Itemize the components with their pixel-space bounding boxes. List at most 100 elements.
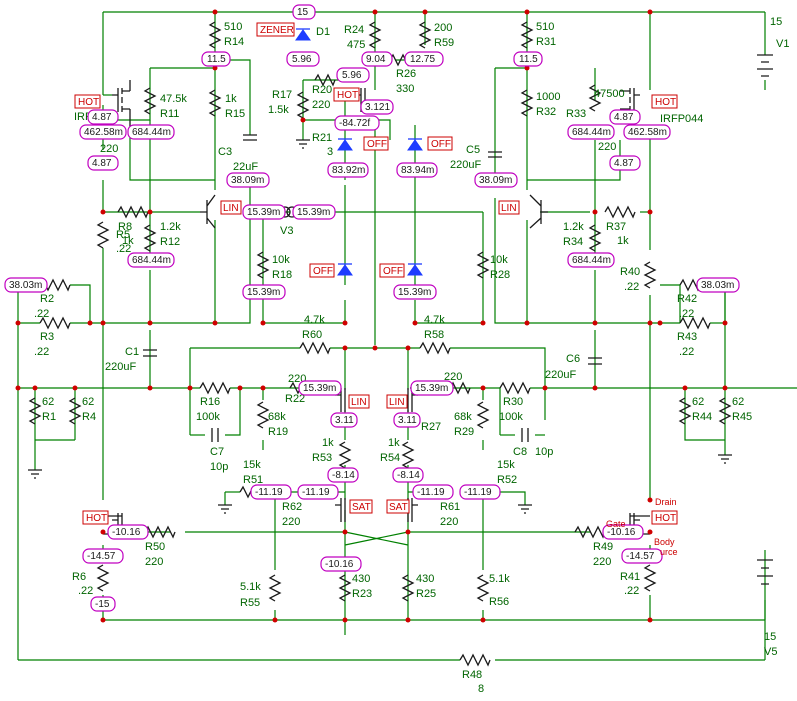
C8-name: C8	[513, 446, 527, 458]
tag-off-3: OFF	[309, 263, 335, 278]
probe-11.5-right: 11.5	[513, 51, 543, 67]
probe-neg11.19-c: -11.19	[412, 484, 454, 500]
svg-text:OFF: OFF	[431, 139, 451, 150]
R23-name: R23	[352, 588, 372, 600]
R52-name: R52	[497, 474, 517, 486]
svg-text:HOT: HOT	[337, 90, 358, 101]
probe-neg15: -15	[90, 596, 116, 612]
R11-gate-value: 220	[100, 143, 118, 155]
D1-name: D1	[316, 26, 330, 38]
diode-off-4	[407, 263, 423, 276]
diode-off-2	[407, 138, 423, 151]
probe-3.121: 3.121	[360, 99, 394, 115]
R56-value: 5.1k	[489, 573, 510, 585]
tag-lin-4: LIN	[386, 394, 408, 409]
tag-off-1: OFF	[363, 136, 389, 151]
C1-value: 220uF	[105, 361, 136, 373]
R26-value: 330	[396, 83, 414, 95]
probe-15.39m-e: 15.39m	[298, 380, 342, 396]
R48-value: 8	[478, 683, 484, 695]
svg-text:38.03m: 38.03m	[701, 280, 734, 291]
tag-hot-3: HOT	[333, 87, 360, 102]
R32-name: R32	[536, 106, 556, 118]
svg-text:83.94m: 83.94m	[401, 165, 434, 176]
R12-value: 1.2k	[160, 221, 181, 233]
R43-name: R43	[677, 331, 697, 343]
R4-value: 62	[82, 396, 94, 408]
R34-name: R34	[563, 236, 583, 248]
svg-text:HOT: HOT	[655, 513, 676, 524]
svg-text:83.92m: 83.92m	[332, 165, 365, 176]
R14-name: R14	[224, 36, 244, 48]
svg-text:-8.14: -8.14	[332, 470, 355, 481]
V1-name: V1	[776, 38, 789, 50]
svg-text:3.121: 3.121	[365, 102, 390, 113]
R53-value: 1k	[322, 437, 334, 449]
probe-462.58m-b: 462.58m	[623, 124, 671, 140]
R45-name: R45	[732, 411, 752, 423]
R26-name: R26	[396, 68, 416, 80]
svg-text:38.09m: 38.09m	[231, 175, 264, 186]
pin-labels: Drain Gate Body urce	[606, 497, 678, 557]
svg-text:SAT: SAT	[352, 502, 371, 513]
svg-text:-10.16: -10.16	[112, 527, 141, 538]
R50-name: R50	[145, 541, 165, 553]
R29-value: 68k	[454, 411, 472, 423]
probe-684.44m-c: 684.44m	[127, 252, 175, 268]
R62-value: 220	[282, 516, 300, 528]
svg-text:462.58m: 462.58m	[628, 127, 667, 138]
tag-hot-2: HOT	[651, 94, 678, 109]
R56-name: R56	[489, 596, 509, 608]
svg-text:462.58m: 462.58m	[84, 127, 123, 138]
svg-text:LIN: LIN	[389, 397, 405, 408]
probe-neg10.16-a: -10.16	[107, 524, 149, 540]
V5-name: V5	[764, 646, 777, 658]
R12-name: R12	[160, 236, 180, 248]
R15-name: R15	[225, 108, 245, 120]
pin-body: Body	[654, 537, 675, 547]
R27-name: R27	[421, 421, 441, 433]
svg-text:15.39m: 15.39m	[398, 287, 431, 298]
probe-neg11.19-a: -11.19	[250, 484, 292, 500]
R8-name: R8	[118, 221, 132, 233]
svg-text:-84.72f: -84.72f	[339, 118, 370, 129]
svg-text:4.87: 4.87	[614, 112, 634, 123]
svg-text:4.87: 4.87	[92, 112, 112, 123]
R4-name: R4	[82, 411, 96, 423]
svg-text:15: 15	[297, 7, 309, 18]
probe-684.44m-d: 684.44m	[567, 252, 615, 268]
C7-name: C7	[210, 446, 224, 458]
svg-text:HOT: HOT	[655, 97, 676, 108]
diode-off-3	[337, 263, 353, 276]
svg-text:LIN: LIN	[351, 397, 367, 408]
tag-off-2: OFF	[427, 136, 453, 151]
svg-text:-8.14: -8.14	[397, 470, 420, 481]
svg-text:4.87: 4.87	[614, 158, 634, 169]
R6-name: R6	[72, 571, 86, 583]
R25-name: R25	[416, 588, 436, 600]
R11-value: 47.5k	[160, 93, 187, 105]
tag-lin-3: LIN	[348, 394, 370, 409]
probe-15.39m-f: 15.39m	[410, 380, 454, 396]
R41-name: R41	[620, 571, 640, 583]
probe-neg10.16-b: -10.16	[320, 556, 362, 572]
probe-neg84.72f: -84.72f	[334, 115, 380, 131]
svg-text:3.11: 3.11	[398, 415, 417, 426]
svg-text:-10.16: -10.16	[607, 527, 636, 538]
R45-value: 62	[732, 396, 744, 408]
R5-name: R5	[116, 229, 130, 241]
probe-38.09m-a: 38.09m	[226, 172, 270, 188]
C7-value: 10p	[210, 461, 228, 473]
R54-value: 1k	[388, 437, 400, 449]
C6-name: C6	[566, 353, 580, 365]
C8-value: 10p	[535, 446, 553, 458]
R3-value: .22	[34, 346, 49, 358]
R60-value: 4.7k	[304, 314, 325, 326]
svg-text:LIN: LIN	[501, 203, 517, 214]
R42-name: R42	[677, 293, 697, 305]
R14-value: 510	[224, 21, 242, 33]
svg-text:684.44m: 684.44m	[572, 255, 611, 266]
tag-off-4: OFF	[379, 263, 405, 278]
probe-38.09m-b: 38.09m	[474, 172, 518, 188]
